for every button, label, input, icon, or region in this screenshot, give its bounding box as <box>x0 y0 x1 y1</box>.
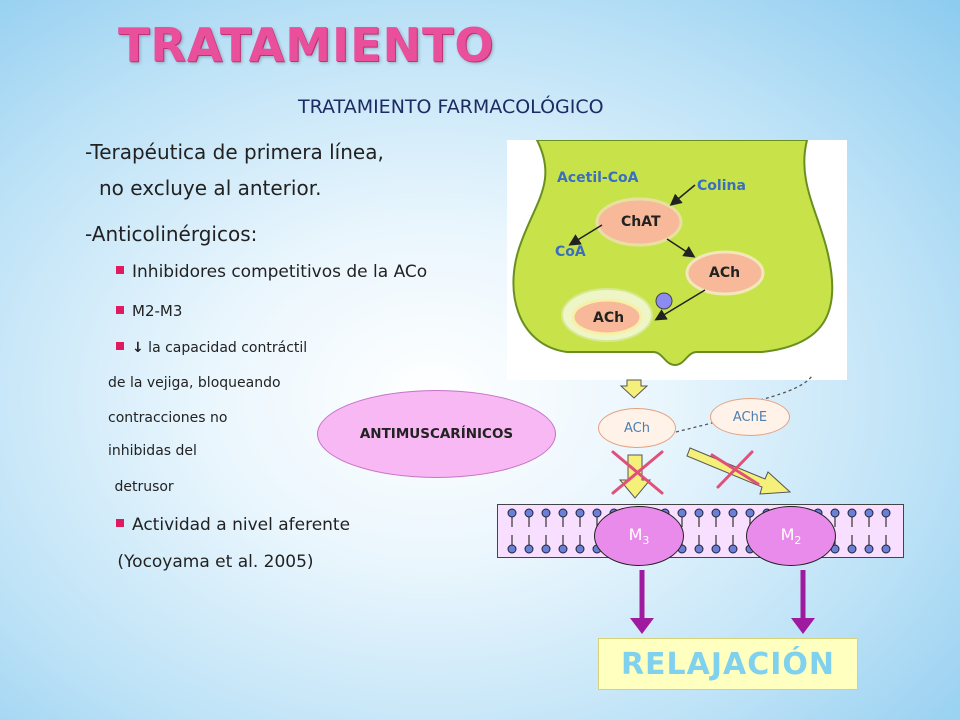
text-line-primera-linea: -Terapéutica de primera línea, <box>85 140 384 164</box>
lipid-head-icon <box>507 508 517 518</box>
lipid-head-icon <box>541 508 551 518</box>
lipid-head-icon <box>694 544 704 554</box>
text-line-detrusor: detrusor <box>110 479 174 495</box>
label-ache: AChE <box>732 409 768 425</box>
lipid-head-icon <box>558 508 568 518</box>
label-antimuscarinicos: ANTIMUSCARÍNICOS <box>359 426 514 442</box>
lipid-head-icon <box>677 508 687 518</box>
text-line-no-excluye: no excluye al anterior. <box>99 176 322 200</box>
bullet-item-inhibidores: Inhibidores competitivos de la ACo <box>116 262 427 282</box>
label-ach-inner: ACh <box>593 310 625 326</box>
membrane-lipids-svg <box>507 508 891 554</box>
lipid-head-icon <box>711 544 721 554</box>
ach-synapse-oval: ACh <box>598 408 676 448</box>
bullet-text: Inhibidores competitivos de la ACo <box>132 262 428 282</box>
lipid-head-icon <box>524 544 534 554</box>
vesicle-inner-oval <box>571 298 643 336</box>
lipid-head-icon <box>541 544 551 554</box>
dashed-line-ach-ache <box>675 419 725 433</box>
m2-receptor: M2 <box>746 506 836 566</box>
lipid-head-icon <box>830 508 840 518</box>
lipid-head-icon <box>881 508 891 518</box>
bullet-text: M2-M3 <box>132 302 183 320</box>
lipid-head-icon <box>524 508 534 518</box>
bullet-square-icon <box>116 342 124 350</box>
lipid-head-icon <box>864 508 874 518</box>
label-coa: CoA <box>555 244 586 260</box>
neuron-terminal-svg <box>512 140 834 367</box>
lipid-head-icon <box>694 508 704 518</box>
label-ach-vesicle: ACh <box>709 265 741 281</box>
lipid-head-icon <box>847 508 857 518</box>
blocked-cross-m3-icon <box>611 450 664 495</box>
neuron-terminal-diagram: Acetil-CoA Colina ChAT CoA ACh ACh <box>507 140 847 380</box>
bullet-text: la capacidad contráctil <box>143 340 308 356</box>
ache-oval: AChE <box>710 398 790 436</box>
arrow-ach-vesicle <box>654 289 706 321</box>
lipid-head-icon <box>847 544 857 554</box>
chat-oval <box>595 197 683 247</box>
m3-receptor: M3 <box>594 506 684 566</box>
bullet-item-m2-m3: M2-M3 <box>116 302 182 320</box>
slide-title: TRATAMIENTO <box>118 18 495 72</box>
lipid-head-icon <box>728 508 738 518</box>
label-acetil-coa: Acetil-CoA <box>557 170 639 186</box>
text-line-reference: (Yocoyama et al. 2005) <box>112 552 314 572</box>
label-chat: ChAT <box>621 214 661 230</box>
m2-relaxation-arrowhead-icon <box>791 618 815 634</box>
label-colina: Colina <box>697 178 746 194</box>
lipid-head-icon <box>507 544 517 554</box>
label-relajacion: RELAJACIÓN <box>620 646 836 682</box>
bullet-square-icon <box>116 519 124 527</box>
bullet-item-capacidad: ↓ la capacidad contráctil <box>116 340 307 356</box>
antimuscarinicos-oval: ANTIMUSCARÍNICOS <box>317 390 556 478</box>
lipid-head-icon <box>881 544 891 554</box>
label-m2: M2 <box>780 524 802 548</box>
label-m3: M3 <box>628 524 650 548</box>
lipid-head-icon <box>558 544 568 554</box>
text-line-inhibidas: inhibidas del <box>108 443 197 459</box>
lipid-head-icon <box>711 508 721 518</box>
ach-vesicle-oval <box>685 250 765 296</box>
release-arrow-icon <box>619 379 649 399</box>
relajacion-box: RELAJACIÓN <box>598 638 858 690</box>
label-ach-synapse: ACh <box>624 420 650 436</box>
lipid-head-icon <box>575 544 585 554</box>
lipid-head-icon <box>592 508 602 518</box>
bullet-square-icon <box>116 305 124 314</box>
cell-membrane <box>497 504 904 558</box>
arrow-chat-coa <box>568 224 603 246</box>
bullet-item-aferente: Actividad a nivel aferente <box>116 515 350 535</box>
text-line-contracciones: contracciones no <box>108 410 228 426</box>
blocked-cross-m2-icon <box>710 450 760 489</box>
text-line-vejiga: de la vejiga, bloqueando <box>108 375 281 391</box>
arrow-chat-ach <box>666 238 696 258</box>
lipid-head-icon <box>745 508 755 518</box>
text-line-anticolinergicos: -Anticolinérgicos: <box>85 222 258 246</box>
bullet-square-icon <box>116 266 124 274</box>
arrow-down-icon: ↓ <box>132 340 144 356</box>
lipid-head-icon <box>864 544 874 554</box>
bullet-text: Actividad a nivel aferente <box>132 515 351 535</box>
m3-relaxation-arrowhead-icon <box>630 618 654 634</box>
lipid-head-icon <box>728 544 738 554</box>
transporter-dot-icon <box>655 292 673 310</box>
dashed-line-ache <box>759 375 813 401</box>
slide-subtitle: TRATAMIENTO FARMACOLÓGICO <box>298 96 604 118</box>
lipid-head-icon <box>575 508 585 518</box>
arrow-colina-chat <box>669 184 696 206</box>
